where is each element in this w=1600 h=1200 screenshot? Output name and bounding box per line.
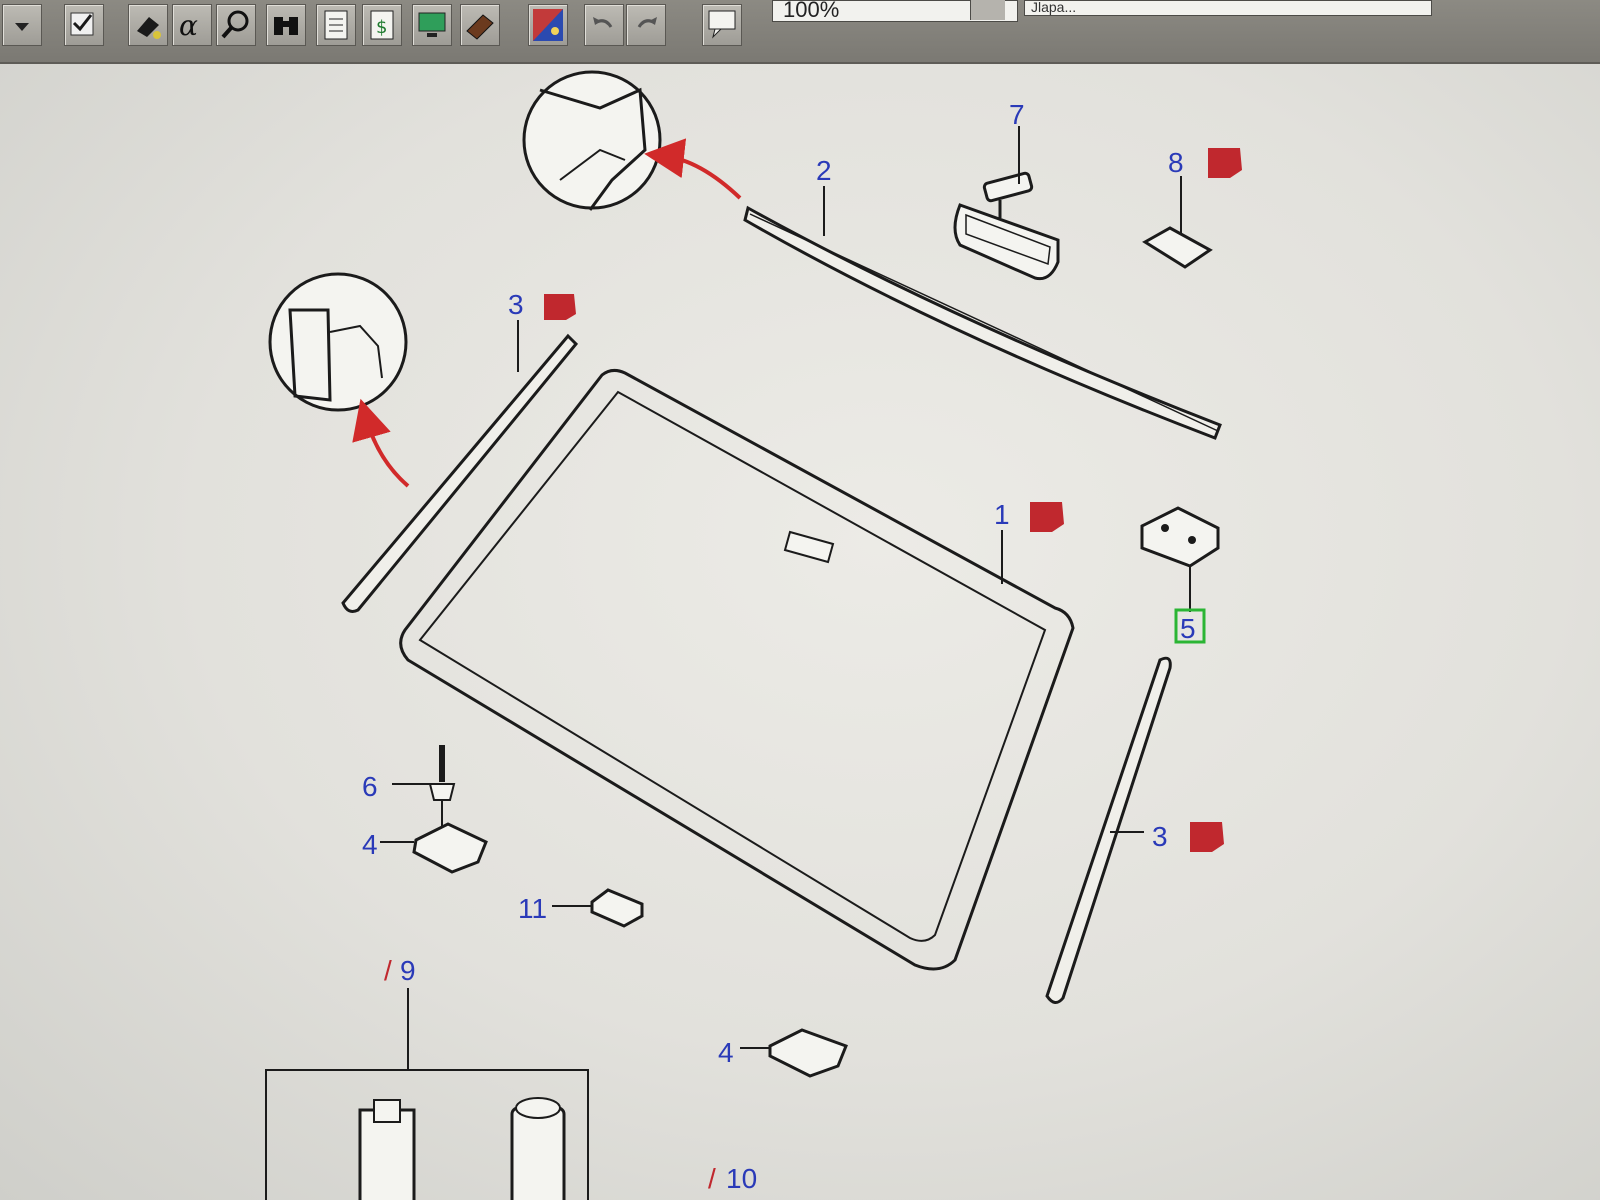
top-moulding[interactable] bbox=[743, 205, 1222, 440]
callout-9[interactable]: 9 bbox=[400, 955, 416, 986]
callout-10[interactable]: 10 bbox=[726, 1163, 757, 1194]
binoculars-icon[interactable] bbox=[266, 4, 306, 46]
spacer-block[interactable] bbox=[590, 888, 644, 928]
red-marker-icon[interactable] bbox=[544, 294, 576, 320]
callout-3-left[interactable]: 3 bbox=[508, 289, 524, 320]
callout-1[interactable]: 1 bbox=[994, 499, 1010, 530]
detail-arrow-left bbox=[352, 398, 410, 488]
comment-icon[interactable] bbox=[702, 4, 742, 46]
red-marker-icon[interactable] bbox=[1208, 148, 1242, 178]
kit-box[interactable] bbox=[265, 1069, 589, 1200]
detail-arrow-top bbox=[644, 138, 742, 200]
detail-view-left bbox=[268, 272, 408, 412]
price-document-icon[interactable]: $ bbox=[362, 4, 402, 46]
red-marker-icon[interactable] bbox=[1030, 502, 1064, 532]
redo-icon[interactable] bbox=[626, 4, 666, 46]
book-icon[interactable] bbox=[460, 4, 500, 46]
callout-7[interactable]: 7 bbox=[1009, 99, 1025, 130]
windscreen-glass[interactable] bbox=[399, 368, 1075, 971]
callout-2[interactable]: 2 bbox=[816, 155, 832, 186]
callout-11[interactable]: 11 bbox=[518, 893, 547, 924]
callout-5[interactable]: 5 bbox=[1180, 613, 1196, 644]
svg-text:α: α bbox=[179, 9, 198, 42]
mirror-bracket[interactable] bbox=[1140, 506, 1220, 568]
selected-callout-box bbox=[1174, 608, 1206, 644]
clip-bottom[interactable] bbox=[768, 1028, 848, 1078]
magnifier-icon[interactable] bbox=[216, 4, 256, 46]
alpha-icon[interactable]: α bbox=[172, 4, 212, 46]
search-value: Jlapa... bbox=[1031, 0, 1077, 15]
callout-10-marker: / bbox=[708, 1163, 716, 1194]
flag-icon[interactable] bbox=[528, 4, 568, 46]
stud-bolt[interactable] bbox=[428, 745, 456, 801]
callout-4-bottom[interactable]: 4 bbox=[718, 1037, 734, 1068]
callout-8[interactable]: 8 bbox=[1168, 147, 1184, 178]
callout-3-right[interactable]: 3 bbox=[1152, 821, 1168, 852]
callout-4-left[interactable]: 4 bbox=[362, 829, 378, 860]
undo-icon[interactable] bbox=[584, 4, 624, 46]
rear-view-mirror[interactable] bbox=[953, 171, 1060, 281]
zoom-select[interactable]: 100% bbox=[772, 0, 1018, 22]
callout-9-marker: / bbox=[384, 955, 392, 986]
red-marker-icon[interactable] bbox=[1190, 822, 1224, 852]
adhesive-pad[interactable] bbox=[1142, 226, 1213, 269]
clip-left[interactable] bbox=[412, 822, 488, 874]
svg-text:$: $ bbox=[376, 17, 387, 38]
search-input[interactable]: Jlapa... bbox=[1024, 0, 1432, 16]
callout-6[interactable]: 6 bbox=[362, 771, 378, 802]
monitor-icon[interactable] bbox=[412, 4, 452, 46]
side-trim-left[interactable] bbox=[341, 333, 579, 613]
side-trim-right[interactable] bbox=[1045, 656, 1172, 1004]
dropdown-icon[interactable] bbox=[2, 4, 42, 46]
document-list-icon[interactable] bbox=[316, 4, 356, 46]
paint-bucket-icon[interactable] bbox=[128, 4, 168, 46]
checkmark-hand-icon[interactable] bbox=[64, 4, 104, 46]
toolbar: α $ 100% Jlapa... bbox=[0, 0, 1600, 64]
zoom-dropdown-button[interactable] bbox=[970, 0, 1005, 20]
detail-view-top bbox=[522, 70, 662, 211]
zoom-value: 100% bbox=[783, 0, 840, 22]
